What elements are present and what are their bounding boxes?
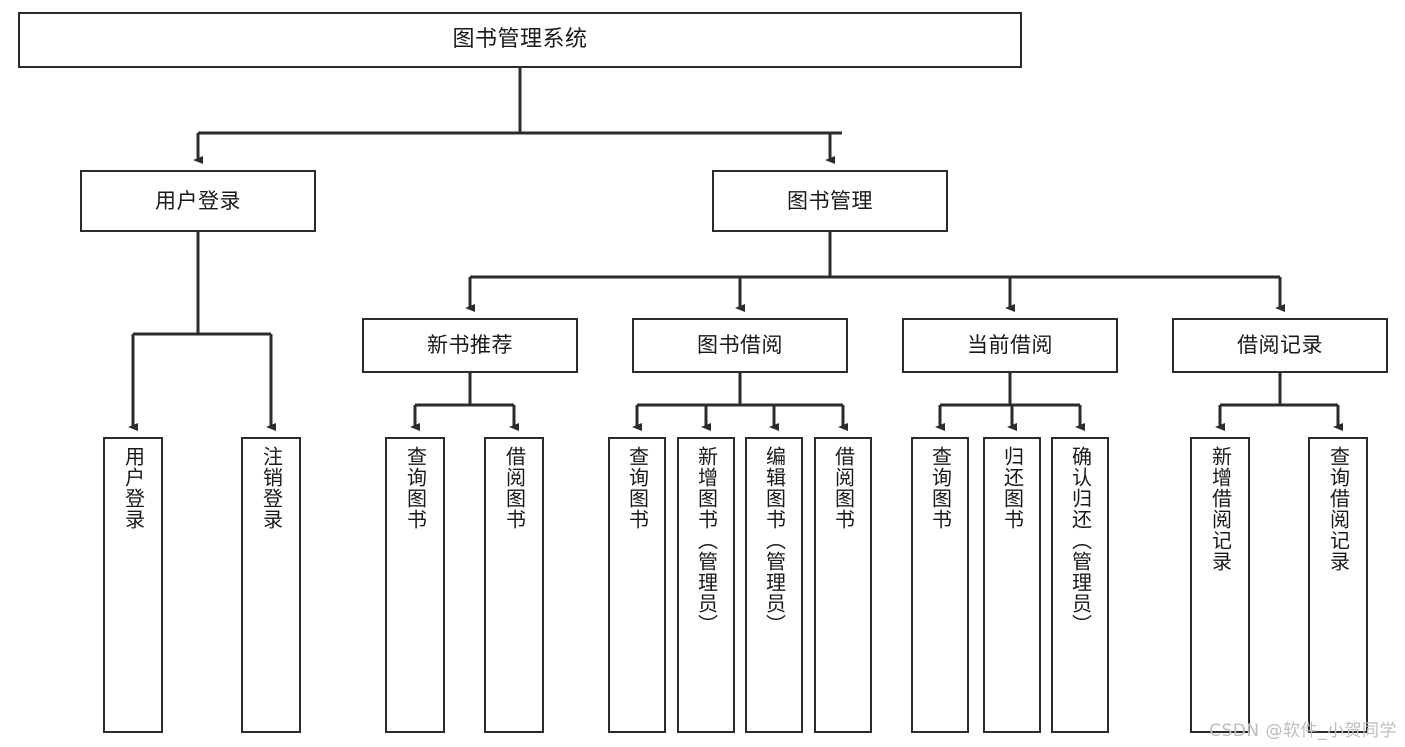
leaf-label: 新增借阅记录 (1208, 446, 1233, 572)
node-label: 借阅记录 (1237, 333, 1323, 358)
node-label: 图书借阅 (697, 333, 783, 358)
leaf-label: 新增图书（管理员） (694, 446, 719, 635)
node-root-label: 图书管理系统 (452, 27, 588, 53)
leaf-confirm-return-admin[interactable]: 确认归还（管理员） (1051, 437, 1109, 733)
leaf-label: 查询图书 (928, 446, 953, 530)
node-level2-book-management[interactable]: 图书管理 (712, 170, 948, 232)
node-level3-current-borrow[interactable]: 当前借阅 (902, 318, 1118, 373)
leaf-query-borrow-record[interactable]: 查询借阅记录 (1308, 437, 1368, 733)
leaf-query-book-recommend[interactable]: 查询图书 (385, 437, 445, 733)
node-label: 当前借阅 (967, 333, 1053, 358)
leaf-label: 归还图书 (1000, 446, 1025, 530)
leaf-borrow-book[interactable]: 借阅图书 (814, 437, 872, 733)
leaf-logout[interactable]: 注销登录 (241, 437, 301, 733)
node-root[interactable]: 图书管理系统 (18, 12, 1022, 68)
node-level2-user-login[interactable]: 用户登录 (80, 170, 316, 232)
leaf-query-book-current[interactable]: 查询图书 (911, 437, 969, 733)
node-label: 用户登录 (155, 188, 241, 213)
leaf-label: 查询图书 (625, 446, 650, 530)
leaf-label: 借阅图书 (502, 446, 527, 530)
leaf-label: 查询图书 (403, 446, 428, 530)
leaf-user-login[interactable]: 用户登录 (103, 437, 163, 733)
leaf-label: 借阅图书 (831, 446, 856, 530)
leaf-add-borrow-record[interactable]: 新增借阅记录 (1190, 437, 1250, 733)
node-level3-book-borrow[interactable]: 图书借阅 (632, 318, 848, 373)
leaf-label: 用户登录 (121, 446, 146, 530)
leaf-add-book-admin[interactable]: 新增图书（管理员） (677, 437, 735, 733)
csdn-watermark: CSDN @软件_小贺同学 (1209, 721, 1397, 741)
leaf-label: 确认归还（管理员） (1068, 446, 1093, 635)
leaf-borrow-book-recommend[interactable]: 借阅图书 (484, 437, 544, 733)
leaf-label: 注销登录 (259, 446, 284, 530)
leaf-edit-book-admin[interactable]: 编辑图书（管理员） (745, 437, 803, 733)
node-label: 图书管理 (787, 188, 873, 213)
leaf-label: 编辑图书（管理员） (762, 446, 787, 635)
leaf-query-book-borrow[interactable]: 查询图书 (608, 437, 666, 733)
leaf-return-book[interactable]: 归还图书 (983, 437, 1041, 733)
node-level3-new-book-recommend[interactable]: 新书推荐 (362, 318, 578, 373)
node-label: 新书推荐 (427, 333, 513, 358)
node-level3-borrow-record[interactable]: 借阅记录 (1172, 318, 1388, 373)
leaf-label: 查询借阅记录 (1326, 446, 1351, 572)
